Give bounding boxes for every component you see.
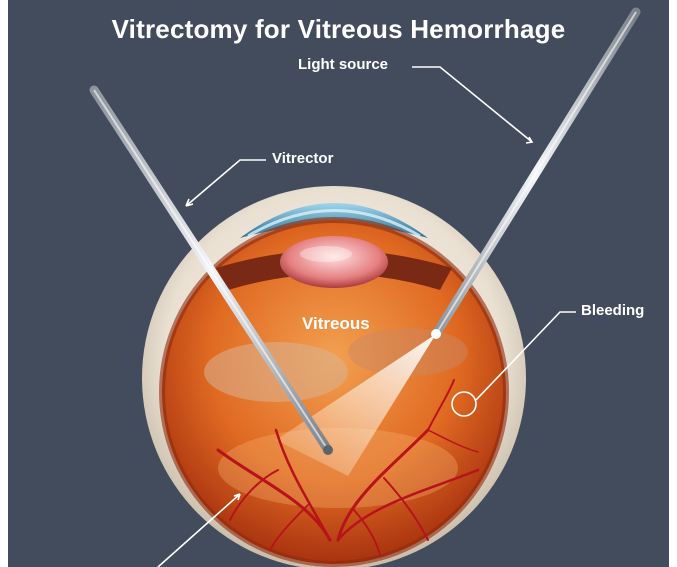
- vitrector-label: Vitrector: [272, 150, 333, 167]
- eye-illustration: [8, 0, 669, 567]
- diagram-title: Vitrectomy for Vitreous Hemorrhage: [8, 14, 669, 45]
- vitreous-label: Vitreous: [302, 314, 370, 334]
- diagram-frame: Vitrectomy for Vitreous Hemorrhage Light…: [8, 0, 669, 567]
- light-source-tip: [431, 329, 441, 339]
- lens: [280, 236, 388, 288]
- vitrector-tip: [323, 445, 333, 455]
- light-source-label: Light source: [298, 56, 388, 73]
- bleeding-label: Bleeding: [581, 302, 644, 319]
